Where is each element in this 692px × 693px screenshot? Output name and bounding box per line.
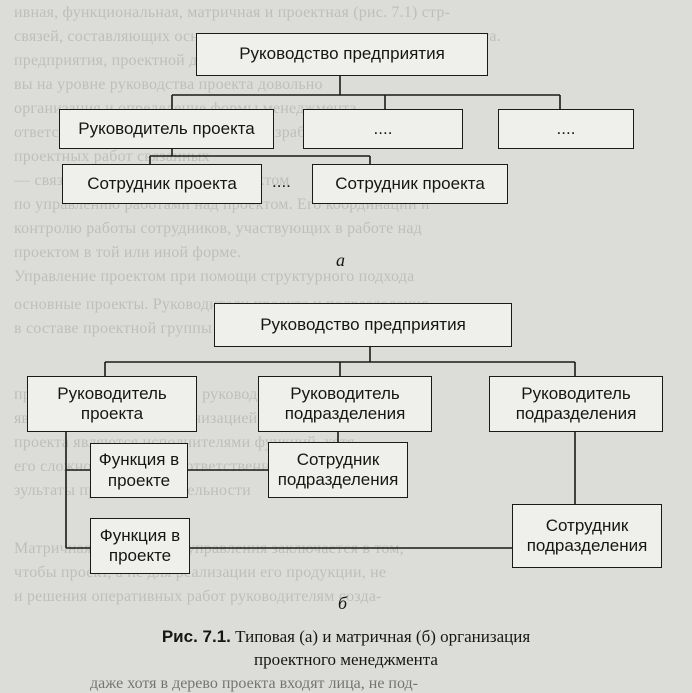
staff-ellipsis-a: .... (272, 172, 291, 191)
function-box-b-1: Функция в проекте (90, 443, 188, 498)
project-manager-label-a: Руководитель проекта (78, 118, 255, 138)
dept-manager-label-b-1: Руководитель подразделения (284, 383, 406, 423)
figure-caption: Рис. 7.1. Типовая (а) и матричная (б) ор… (0, 626, 692, 672)
dept-manager-box-b-1: Руководитель подразделения (258, 376, 432, 432)
enterprise-management-label-a: Руководство предприятия (239, 44, 445, 64)
caption-line-1: Типовая (а) и матричная (б) организация (235, 627, 531, 646)
function-label-b-1: Функция в проекте (98, 450, 180, 490)
bottom-body-text: даже хотя в дерево проекта входят лица, … (90, 675, 418, 692)
function-label-b-2: Функция в проекте (99, 525, 181, 565)
project-manager-label-b: Руководитель проекта (57, 383, 167, 423)
caption-prefix: Рис. 7.1. (161, 627, 231, 646)
caption-line-2: проектного менеджмента (254, 649, 438, 669)
placeholder-label-a-2: .... (556, 118, 576, 138)
enterprise-management-box-a: Руководство предприятия (196, 33, 488, 76)
dept-manager-label-b-2: Руководитель подразделения (515, 383, 637, 423)
project-staff-label-a-1: Сотрудник проекта (87, 173, 237, 193)
dept-staff-label-b-2: Сотрудник подразделения (526, 515, 648, 555)
placeholder-box-a-2: .... (498, 109, 634, 149)
dept-manager-box-b-2: Руководитель подразделения (489, 376, 663, 432)
placeholder-label-a-1: .... (373, 118, 393, 138)
diagram-label-a: а (336, 250, 345, 270)
dept-staff-box-b-1: Сотрудник подразделения (268, 442, 408, 498)
project-staff-label-a-2: Сотрудник проекта (335, 173, 485, 193)
dept-staff-box-b-2: Сотрудник подразделения (512, 504, 662, 568)
function-box-b-2: Функция в проекте (90, 518, 190, 574)
project-staff-box-a-2: Сотрудник проекта (312, 164, 508, 204)
enterprise-management-label-b: Руководство предприятия (260, 314, 466, 334)
dept-staff-label-b-1: Сотрудник подразделения (277, 449, 399, 489)
placeholder-box-a-1: .... (303, 109, 463, 149)
enterprise-management-box-b: Руководство предприятия (214, 303, 512, 347)
project-staff-box-a-1: Сотрудник проекта (62, 164, 262, 204)
project-manager-box-a: Руководитель проекта (59, 109, 274, 149)
diagram-label-b: б (338, 593, 348, 613)
project-manager-box-b: Руководитель проекта (27, 376, 197, 432)
